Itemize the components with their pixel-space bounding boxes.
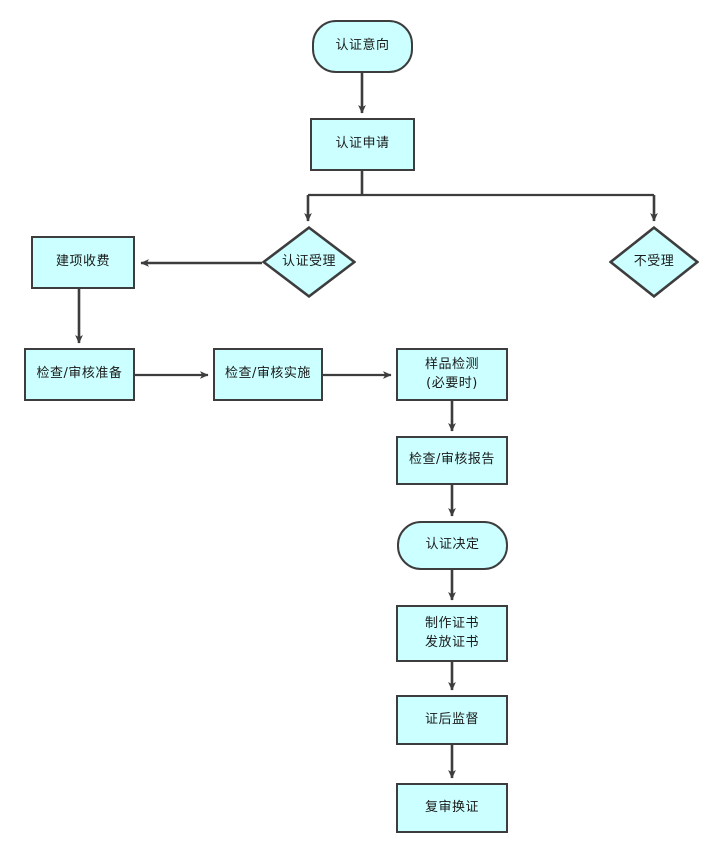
- node-label: 证后监督: [424, 711, 479, 727]
- node-label: 认证申请: [335, 136, 390, 152]
- node-label: 不受理: [633, 253, 675, 269]
- node-certification-accepted-decision[interactable]: 认证受理: [262, 226, 356, 298]
- diamond-shape: [262, 226, 356, 298]
- node-recertification-renewal[interactable]: 复审换证: [396, 783, 508, 833]
- node-label: 制作证书 发放证书: [424, 615, 479, 650]
- node-not-accepted-decision[interactable]: 不受理: [609, 226, 699, 298]
- node-label: 检查/审核报告: [409, 452, 495, 468]
- node-post-certification-supervision[interactable]: 证后监督: [396, 695, 508, 745]
- node-certification-decision[interactable]: 认证决定: [397, 521, 508, 570]
- node-inspection-audit-preparation[interactable]: 检查/审核准备: [24, 348, 135, 401]
- node-label: 认证受理: [281, 253, 336, 269]
- node-label: 认证决定: [425, 537, 480, 553]
- node-produce-and-issue-certificate[interactable]: 制作证书 发放证书: [396, 605, 508, 662]
- node-project-setup-fee[interactable]: 建项收费: [31, 236, 135, 289]
- node-certification-application[interactable]: 认证申请: [310, 118, 415, 171]
- edge-application-split-bus: [308, 171, 654, 197]
- node-label: 检查/审核准备: [36, 366, 123, 382]
- node-label: 复审换证: [424, 799, 479, 815]
- node-sample-testing-if-needed[interactable]: 样品检测 (必要时): [396, 348, 508, 401]
- diamond-shape: [609, 226, 699, 298]
- node-label: 建项收费: [55, 254, 110, 270]
- node-inspection-audit-report[interactable]: 检查/审核报告: [396, 436, 508, 485]
- node-label: 检查/审核实施: [225, 366, 311, 382]
- node-inspection-audit-execution[interactable]: 检查/审核实施: [213, 348, 323, 401]
- node-label: 认证意向: [335, 38, 390, 54]
- node-label: 样品检测 (必要时): [424, 356, 479, 391]
- node-certification-intent[interactable]: 认证意向: [312, 20, 413, 73]
